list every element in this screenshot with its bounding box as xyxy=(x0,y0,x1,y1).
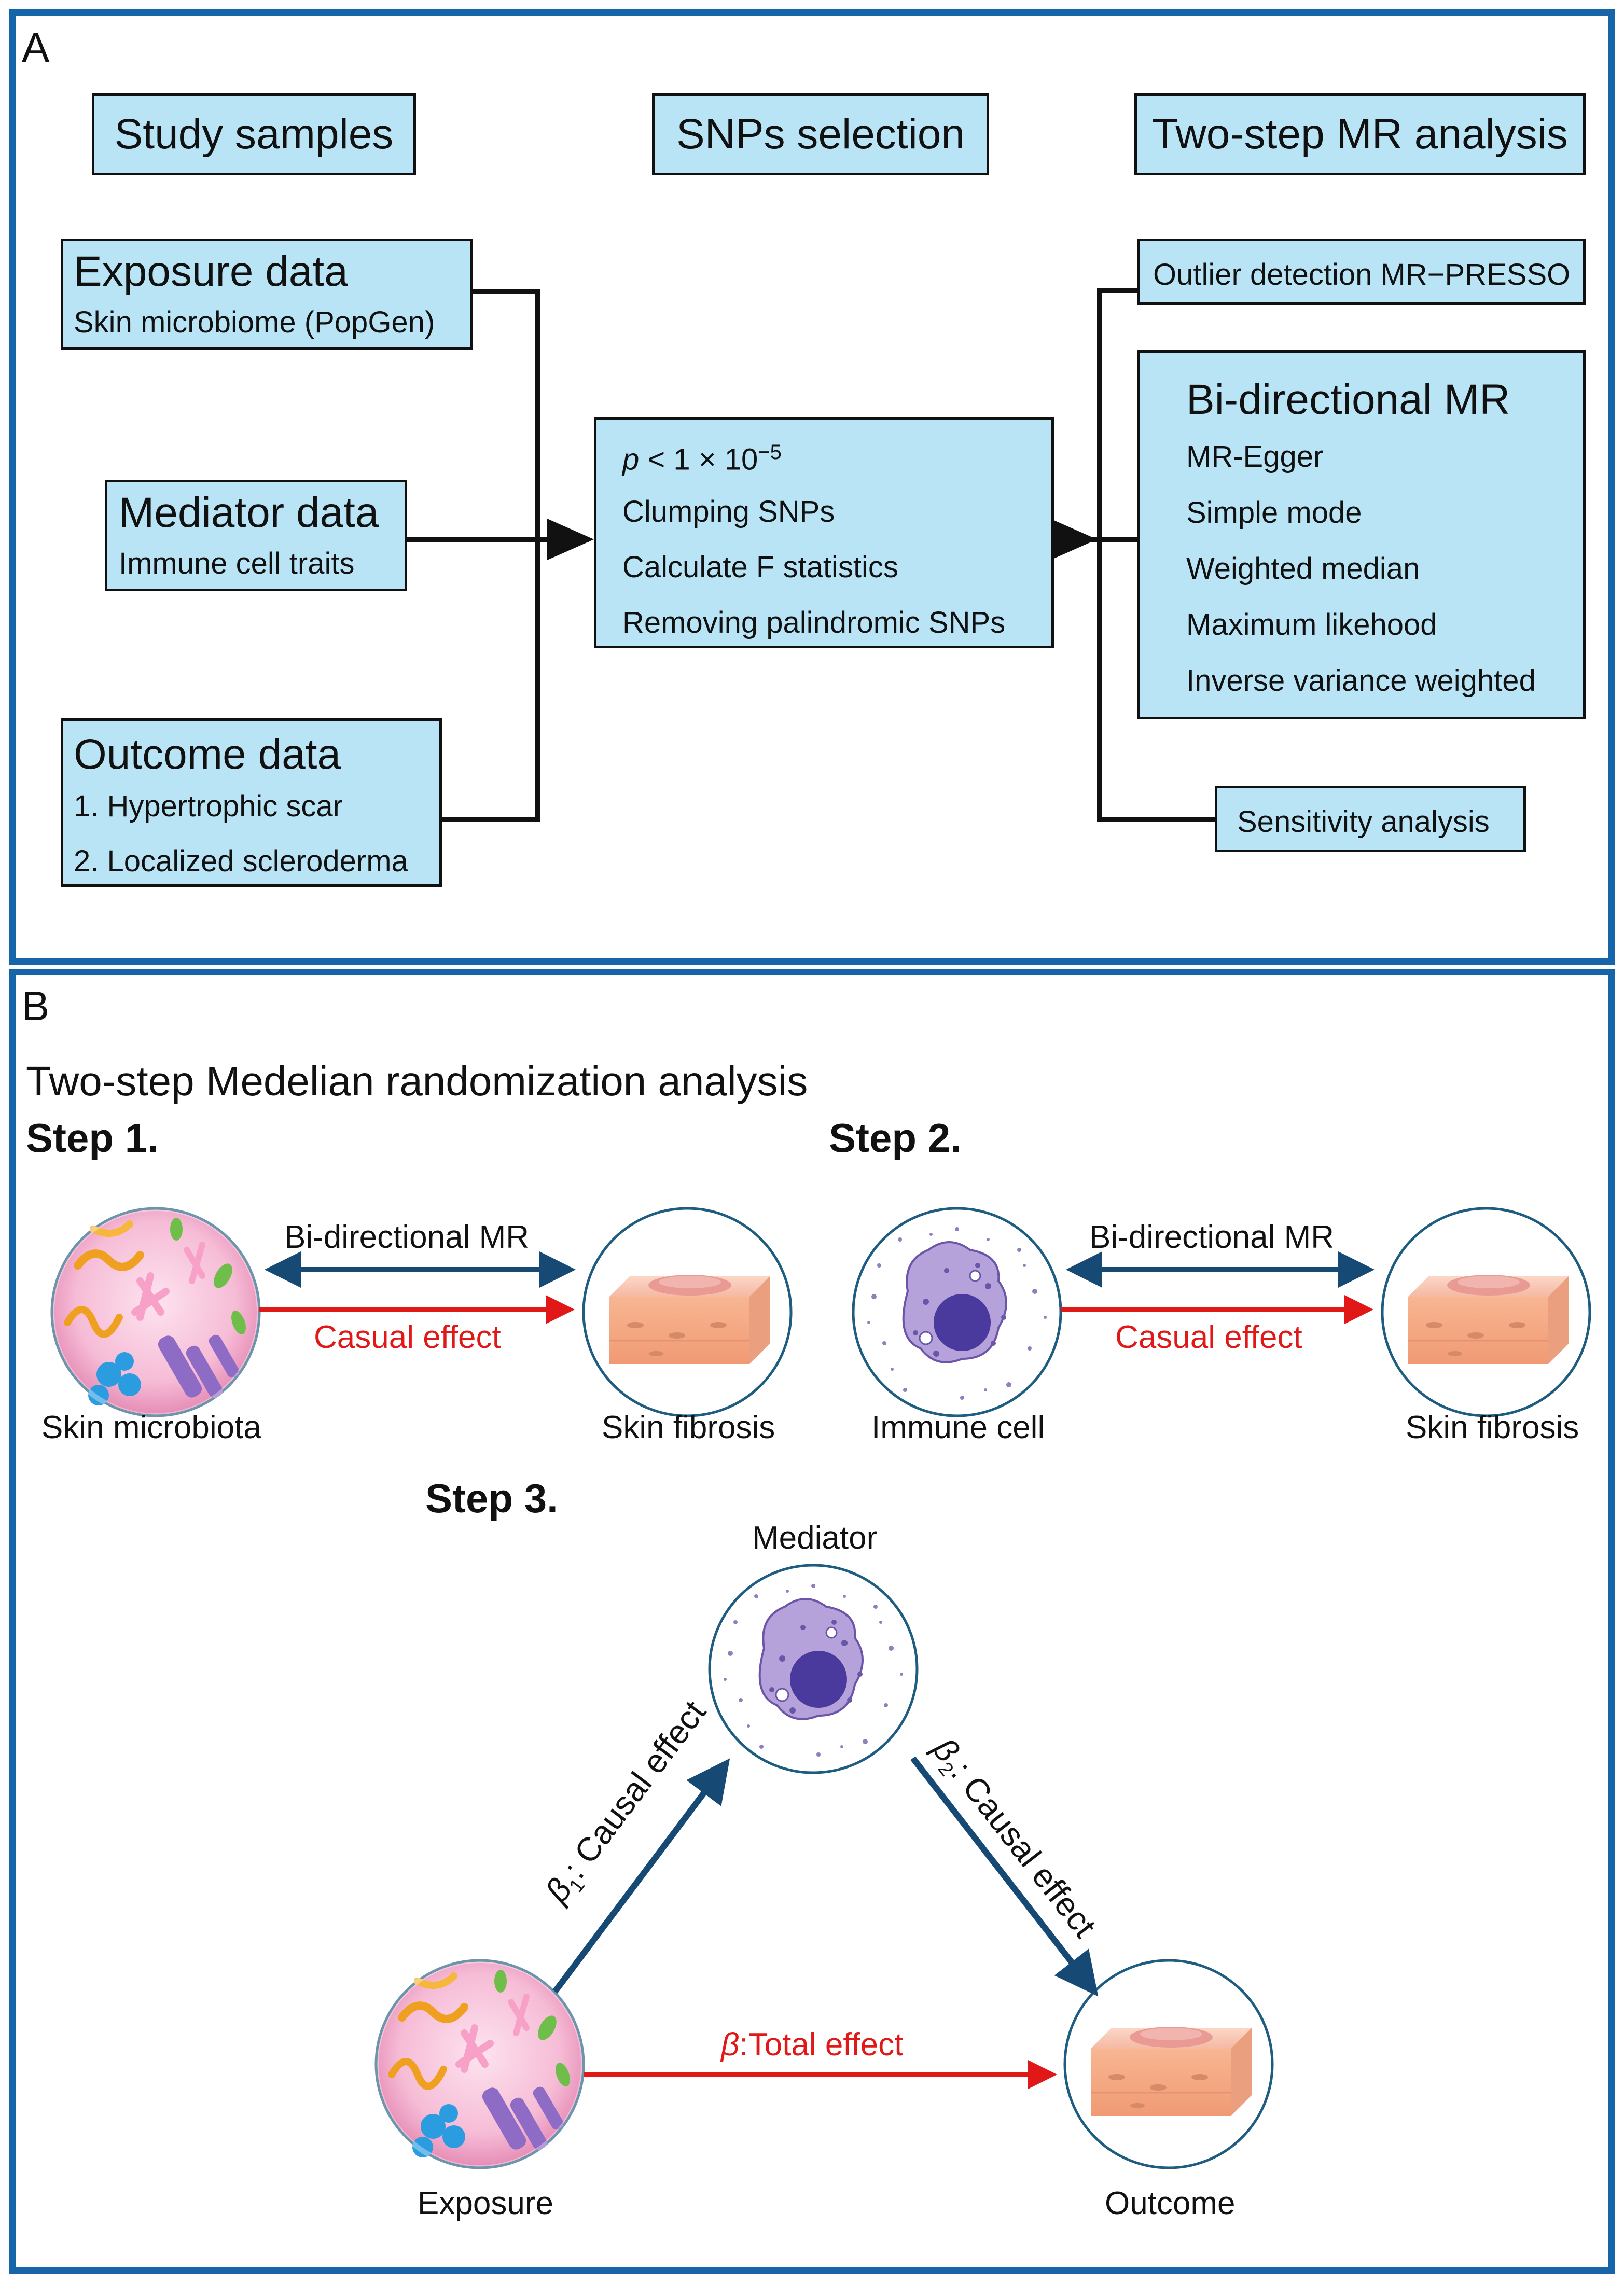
step1-skin-circle xyxy=(584,1208,791,1416)
outcome-title: Outcome data xyxy=(74,731,341,778)
step3-exposure-label: Exposure xyxy=(418,2185,553,2221)
panel-a-letter: A xyxy=(22,24,50,71)
step1-arrow-top-label: Bi-directional MR xyxy=(284,1219,530,1255)
mediator-title: Mediator data xyxy=(119,489,379,536)
step1-arrow-bottom-label: Casual effect xyxy=(314,1319,501,1355)
header-mr-analysis: Two-step MR analysis xyxy=(1134,93,1586,175)
panel-a-connectors xyxy=(407,288,1215,822)
exposure-connector xyxy=(442,289,540,822)
mr-branch-connector xyxy=(1097,288,1215,822)
mediator-box: Mediator data Immune cell traits xyxy=(105,480,407,591)
step3-beta1-arrow xyxy=(552,1758,730,1994)
threshold-rest: < 1 × 10 xyxy=(647,442,758,477)
step3-mediator-label: Mediator xyxy=(752,1520,878,1556)
step1-right-caption: Skin fibrosis xyxy=(602,1410,775,1445)
exposure-box: Exposure data Skin microbiome (PopGen) xyxy=(61,239,473,350)
selection-step-3: Removing palindromic SNPs xyxy=(622,606,1006,639)
method-3: Weighted median xyxy=(1186,552,1420,586)
step3-beta2-arrow xyxy=(910,1756,1099,1997)
outlier-box: Outlier detection MR−PRESSO xyxy=(1137,239,1586,305)
panel-b-letter: B xyxy=(22,983,50,1029)
outcome-box: Outcome data 1. Hypertrophic scar 2. Loc… xyxy=(61,718,442,887)
threshold-exp: −5 xyxy=(758,441,782,464)
method-2: Simple mode xyxy=(1186,496,1362,530)
outlier-label: Outlier detection MR−PRESSO xyxy=(1153,258,1571,291)
total-text: :Total effect xyxy=(739,2027,904,2063)
selection-step-2: Calculate F statistics xyxy=(622,550,898,584)
step2-immune-circle xyxy=(853,1208,1061,1416)
header-study-samples: Study samples xyxy=(92,93,416,175)
selection-step-1: Clumping SNPs xyxy=(622,495,835,528)
method-5: Inverse variance weighted xyxy=(1186,664,1536,698)
step3-outcome-label: Outcome xyxy=(1105,2185,1236,2221)
step2-arrow-bottom-label: Casual effect xyxy=(1115,1319,1302,1355)
step1-left-caption: Skin microbiota xyxy=(41,1410,261,1445)
sensitivity-label: Sensitivity analysis xyxy=(1237,805,1490,839)
total-symbol: β xyxy=(721,2027,740,2063)
header-snps-selection: SNPs selection xyxy=(652,93,989,175)
outcome-item-2: 2. Localized scleroderma xyxy=(74,844,408,878)
step1-label: Step 1. xyxy=(26,1115,159,1161)
exposure-title: Exposure data xyxy=(74,248,348,295)
step3-total-label: β:Total effect xyxy=(721,2029,903,2061)
step3-mediator-circle xyxy=(710,1565,917,1773)
step2-skin-circle xyxy=(1382,1208,1590,1416)
sensitivity-box: Sensitivity analysis xyxy=(1215,786,1526,852)
step1-microbiota-circle xyxy=(52,1208,259,1416)
bidirectional-title: Bi-directional MR xyxy=(1186,376,1510,423)
step2-arrow-top-label: Bi-directional MR xyxy=(1089,1219,1335,1255)
step2-left-caption: Immune cell xyxy=(871,1410,1045,1445)
selection-box: p < 1 × 10−5 Clumping SNPs Calculate F s… xyxy=(594,417,1054,648)
bidirectional-box: Bi-directional MR MR-Egger Simple mode W… xyxy=(1137,350,1586,719)
method-4: Maximum likehood xyxy=(1186,608,1437,642)
exposure-sub: Skin microbiome (PopGen) xyxy=(74,305,435,339)
step3-exposure-circle xyxy=(376,1960,584,2168)
selection-threshold: p < 1 × 10−5 xyxy=(622,442,782,475)
threshold-p: p xyxy=(622,442,640,477)
step3-outcome-circle xyxy=(1065,1960,1272,2168)
step2-right-caption: Skin fibrosis xyxy=(1406,1410,1579,1445)
method-1: MR-Egger xyxy=(1186,440,1324,474)
outcome-item-1: 1. Hypertrophic scar xyxy=(74,789,343,823)
step2-label: Step 2. xyxy=(829,1115,962,1161)
panel-b-title: Two-step Medelian randomization analysis xyxy=(26,1058,808,1104)
mediator-sub: Immune cell traits xyxy=(119,547,355,580)
step3-label: Step 3. xyxy=(425,1475,558,1521)
